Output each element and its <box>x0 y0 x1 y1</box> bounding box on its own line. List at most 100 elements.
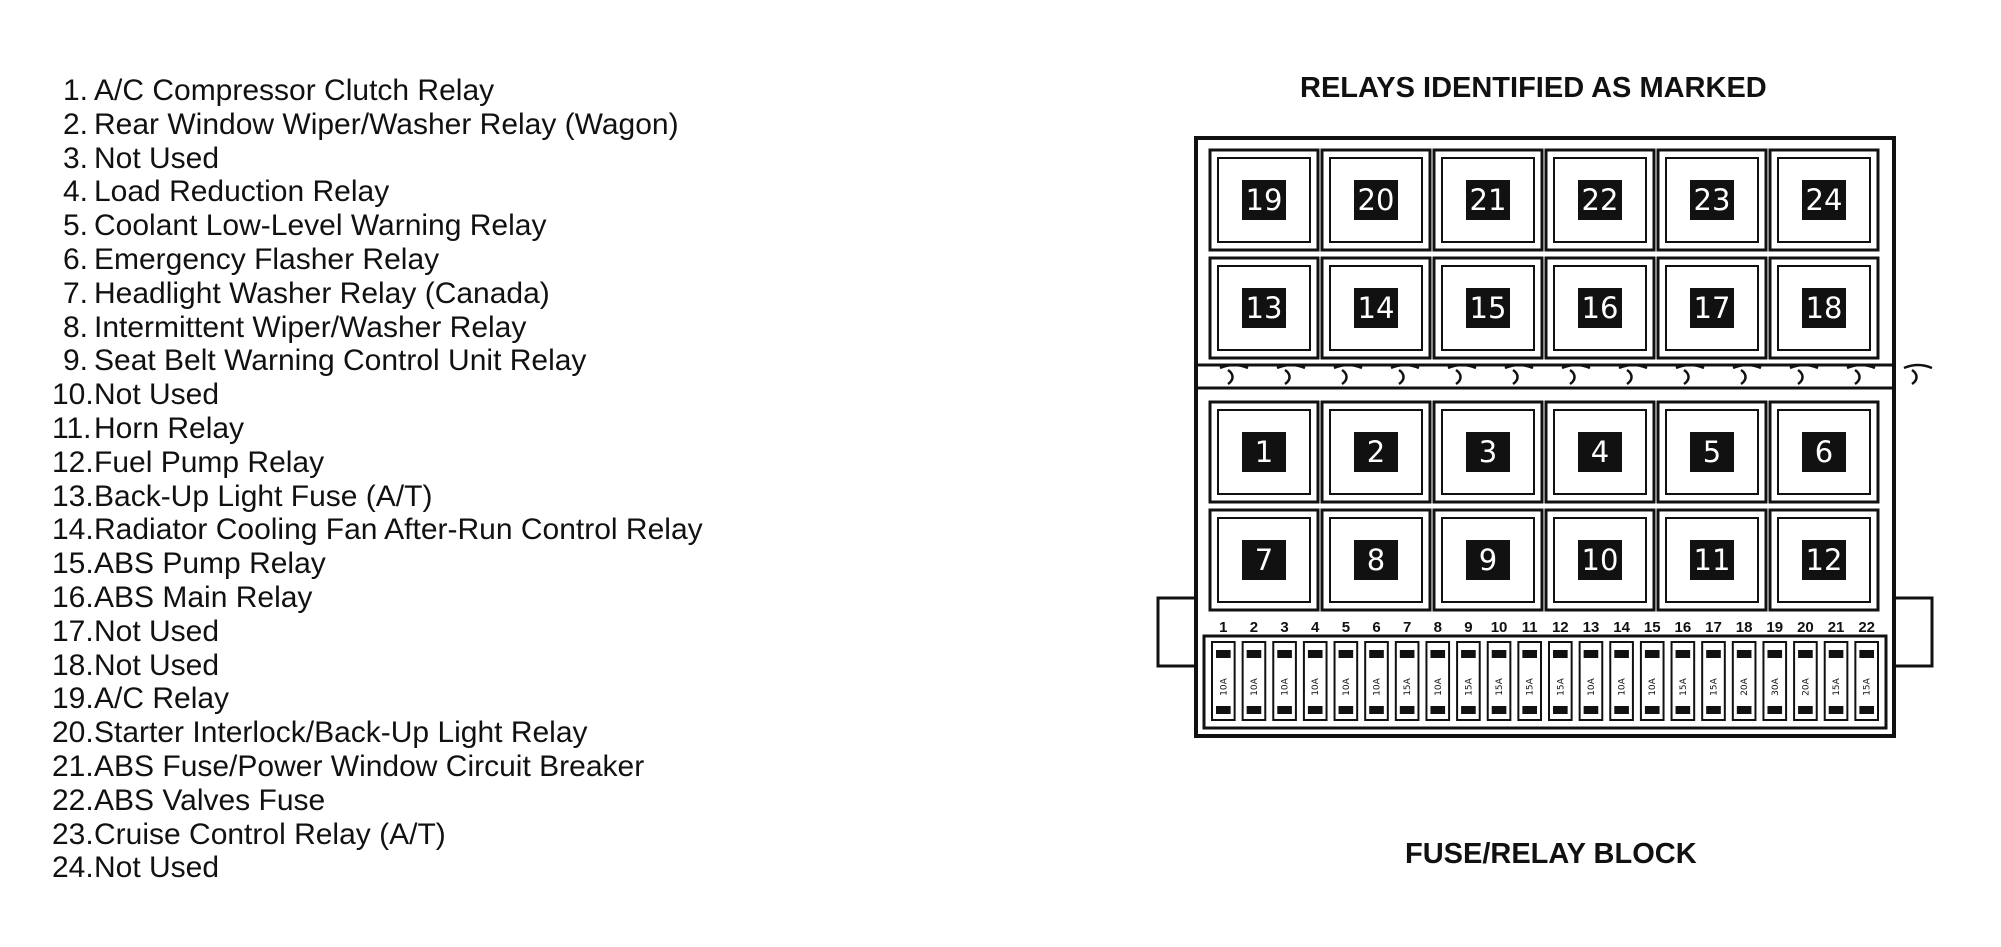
fuse-body <box>1793 641 1818 721</box>
legend-item-number: 17. <box>52 614 94 648</box>
fuse-number: 9 <box>1464 619 1472 636</box>
fuse-cap <box>1614 706 1629 714</box>
legend-item: 9.Seat Belt Warning Control Unit Relay <box>52 344 703 378</box>
fuse-cap <box>1583 706 1599 714</box>
fuse-body <box>1486 641 1512 721</box>
relay-inner-outline <box>1441 517 1535 603</box>
relay-number: 20 <box>1358 183 1395 217</box>
fuse: 10A <box>1333 641 1359 721</box>
legend-item-label: Not Used <box>94 648 220 682</box>
fuse-cap <box>1369 706 1384 714</box>
legend-item-label: ABS Pump Relay <box>94 547 326 581</box>
legend-item: 20.Starter Interlock/Back-Up Light Relay <box>52 716 703 750</box>
fuse: 10A <box>1425 641 1451 721</box>
relay-number: 7 <box>1255 543 1273 577</box>
divider-clip <box>1675 363 1705 386</box>
relay-number-badge <box>1802 288 1846 328</box>
legend-item-label: ABS Fuse/Power Window Circuit Breaker <box>94 749 645 783</box>
fuse-rating: 10A <box>1618 677 1628 695</box>
fuse-cap <box>1522 650 1537 658</box>
relay-inner-outline <box>1217 157 1311 243</box>
legend-item: 7.Headlight Washer Relay (Canada) <box>52 277 703 311</box>
relay-slot: 21 <box>1432 148 1544 252</box>
fuse-cap <box>1277 706 1292 714</box>
fuse-body <box>1364 641 1389 721</box>
fuse-cap <box>1246 650 1262 658</box>
legend-item-label: Emergency Flasher Relay <box>94 242 440 276</box>
relay-inner-outline <box>1777 157 1871 243</box>
fuse-rating: 30A <box>1771 677 1781 695</box>
relay-number: 15 <box>1470 291 1507 325</box>
fuse-cap <box>1338 650 1354 658</box>
fuse-number: 10 <box>1491 619 1508 636</box>
fuse-body <box>1639 641 1665 721</box>
fuse: 15A <box>1456 641 1481 721</box>
relay-slot: 9 <box>1432 508 1544 612</box>
relay-number: 19 <box>1246 183 1283 217</box>
relay-number: 10 <box>1582 543 1619 577</box>
fuse-number: 17 <box>1705 619 1722 636</box>
fuse: 10A <box>1578 641 1604 721</box>
legend-item: 14.Radiator Cooling Fan After-Run Contro… <box>52 513 703 547</box>
fuse-cap <box>1798 650 1813 658</box>
relay-slot: 16 <box>1544 256 1656 360</box>
relay-inner-outline <box>1665 265 1759 351</box>
fuse-cap <box>1491 706 1507 714</box>
legend-item-number: 22. <box>52 783 94 817</box>
legend-item-number: 5. <box>62 209 88 243</box>
relay-inner-outline <box>1665 409 1759 495</box>
fuse-cap <box>1644 706 1660 714</box>
legend-item-number: 2. <box>62 107 88 141</box>
relay-number: 12 <box>1806 543 1843 577</box>
relay-inner-outline <box>1553 265 1647 351</box>
relay-inner-outline <box>1665 157 1759 243</box>
fuse-body <box>1425 641 1451 721</box>
fuse: 20A <box>1793 641 1818 721</box>
fuse: 15A <box>1670 641 1696 721</box>
fuse-body <box>1241 641 1267 721</box>
fuse-cap <box>1859 706 1874 714</box>
legend-item: 18.Not Used <box>52 649 703 683</box>
fuse-cap <box>1828 650 1844 658</box>
relay-slot: 13 <box>1208 256 1320 360</box>
fuse-cap <box>1430 650 1446 658</box>
relay-number: 6 <box>1815 435 1833 469</box>
relay-number-badge <box>1354 288 1398 328</box>
legend-item-number: 21. <box>52 749 94 783</box>
divider-clip <box>1504 363 1534 386</box>
relay-number: 4 <box>1591 435 1609 469</box>
relay-slot: 18 <box>1768 256 1880 360</box>
relay-slot: 19 <box>1208 148 1320 252</box>
relay-number-badge <box>1354 540 1398 580</box>
divider-clip <box>1276 363 1306 386</box>
fuse-body <box>1333 641 1359 721</box>
legend-item-label: Headlight Washer Relay (Canada) <box>94 276 550 310</box>
fuse-cap <box>1399 706 1415 714</box>
legend-item-label: Seat Belt Warning Control Unit Relay <box>94 344 587 378</box>
relay-number-badge <box>1690 288 1734 328</box>
fuse-number: 2 <box>1250 619 1258 636</box>
relay-inner-outline <box>1329 517 1423 603</box>
legend-item-label: Intermittent Wiper/Washer Relay <box>94 310 527 344</box>
divider-clip <box>1789 363 1819 386</box>
relay-inner-outline <box>1441 265 1535 351</box>
relay-number: 17 <box>1694 291 1731 325</box>
legend-item-label: Radiator Cooling Fan After-Run Control R… <box>94 513 703 547</box>
fuse-rating: 20A <box>1740 677 1750 695</box>
divider-clip <box>1390 363 1420 386</box>
fuse: 15A <box>1854 641 1880 721</box>
relay-number-badge <box>1466 288 1510 328</box>
relay-number: 22 <box>1582 183 1619 217</box>
divider-clip <box>1732 363 1762 386</box>
legend-item: 16.ABS Main Relay <box>52 581 703 615</box>
divider-clip <box>1219 363 1249 386</box>
relay-slot: 23 <box>1656 148 1768 252</box>
relay-number-badge <box>1690 540 1734 580</box>
relay-number: 2 <box>1367 435 1385 469</box>
relay-number: 14 <box>1358 291 1395 325</box>
relay-outline <box>1432 256 1544 360</box>
legend-item: 22.ABS Valves Fuse <box>52 784 703 818</box>
divider-clip <box>1333 363 1363 386</box>
